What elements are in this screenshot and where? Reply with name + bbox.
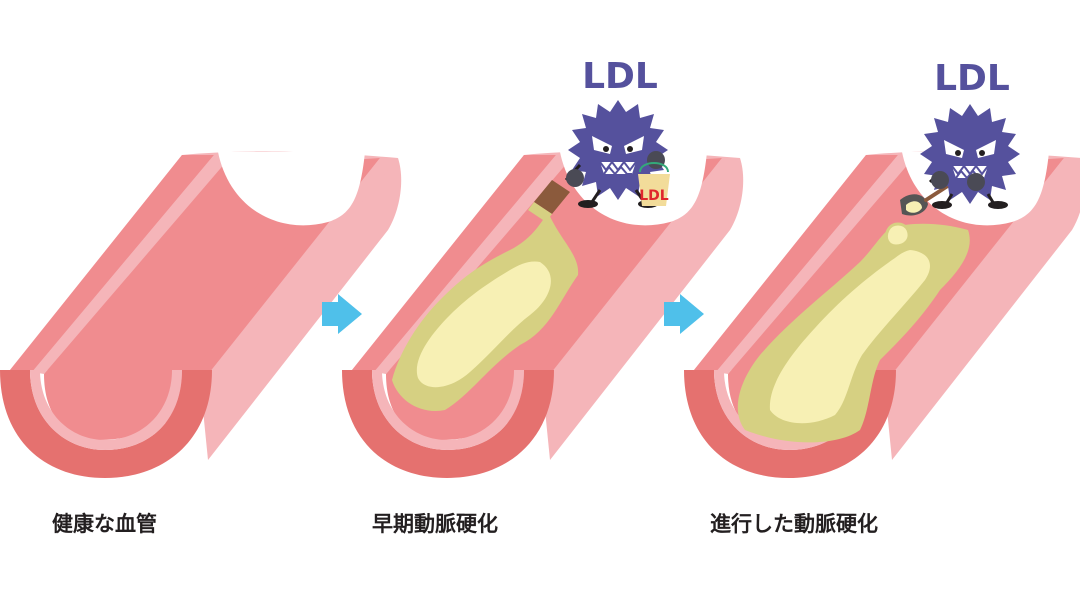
plaque-drop (884, 222, 911, 248)
ldl-bucket: LDL (638, 162, 670, 206)
monster-label: LDL (582, 56, 658, 97)
caption-healthy: 健康な血管 (52, 512, 157, 536)
caption-early: 早期動脈硬化 (372, 512, 498, 536)
vessel-advanced (684, 151, 1080, 478)
bucket-label: LDL (639, 188, 669, 204)
plaque-advanced-inner (769, 250, 930, 424)
monster-label: LDL (934, 58, 1010, 99)
virus-monster-icon: LDL (919, 58, 1021, 209)
plaque-early-inner (416, 261, 551, 388)
vessel-early (342, 151, 744, 478)
paint-brush (528, 180, 570, 222)
caption-advanced: 進行した動脈硬化 (710, 512, 878, 536)
virus-monster-icon: LDL LDL (564, 56, 670, 208)
